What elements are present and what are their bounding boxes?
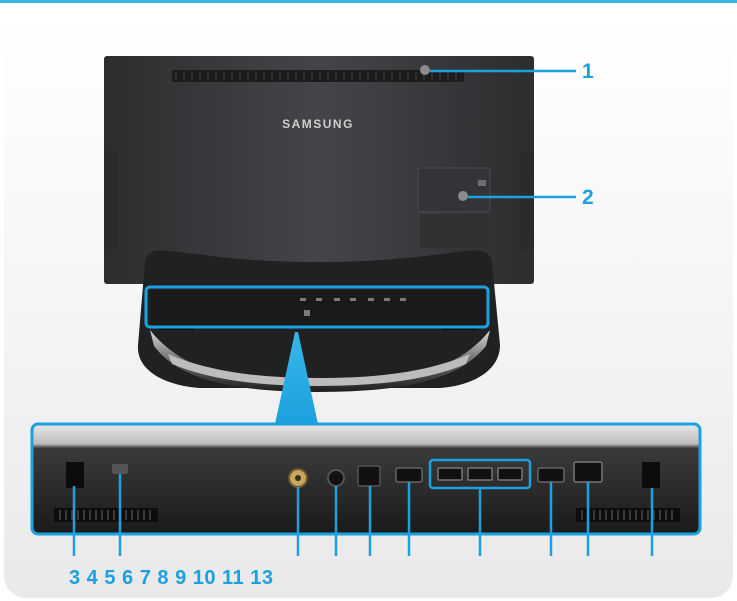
left-vent-grille	[66, 462, 84, 488]
lan-port	[357, 465, 381, 487]
marker-1-dot	[420, 65, 430, 75]
usb-port-1	[437, 467, 463, 481]
zoom-pointer	[275, 332, 318, 424]
callout-2: 2	[582, 186, 594, 209]
leader-lines	[72, 69, 654, 556]
monitor-rear-body	[104, 56, 534, 284]
callout-sequence: 3 4 5 6 7 8 9 10 11 13	[69, 567, 274, 589]
port-highlight-box	[144, 285, 490, 329]
callout-1: 1	[582, 60, 594, 83]
samsung-logo: SAMSUNG	[282, 117, 354, 131]
top-vent	[172, 70, 464, 82]
header-accent-rule	[0, 0, 737, 3]
security-slot	[112, 464, 128, 474]
right-vent-grille	[642, 462, 660, 488]
marker-2-dot	[458, 191, 468, 201]
audio-jack	[327, 469, 345, 487]
power-port	[573, 461, 603, 483]
monitor-stand	[137, 250, 500, 392]
usb-port-2	[467, 467, 493, 481]
rear-cover-panel	[417, 167, 491, 213]
hdmi-in-port	[395, 467, 423, 483]
usb-port-3	[497, 467, 523, 481]
port-strip-zoom	[30, 422, 702, 536]
hdmi-out-port	[537, 467, 565, 483]
